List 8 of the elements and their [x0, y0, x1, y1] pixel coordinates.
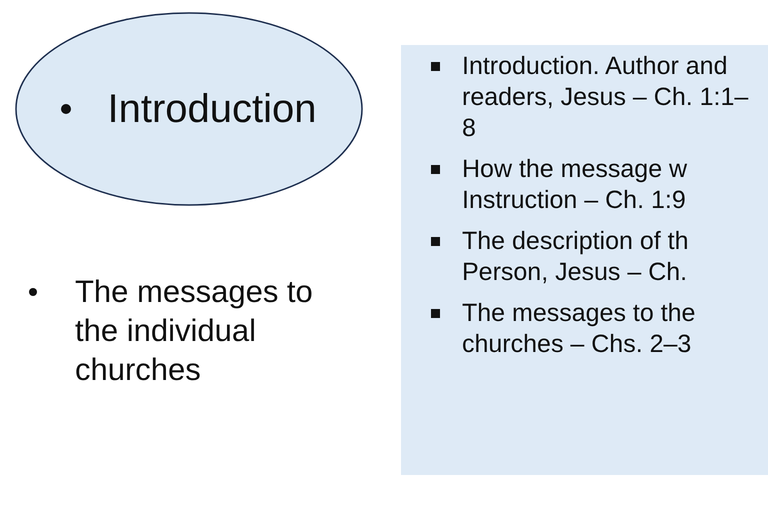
- bullet-text: The messages to the individual churches: [75, 273, 314, 389]
- bullet-text: The messages to the churches – Chs. 2–3: [462, 298, 696, 360]
- bullet-text: Introduction. Author and readers, Jesus – Ch. 1:1–8: [462, 51, 750, 144]
- bullet-text: The description of th Person, Jesus – Ch.: [462, 226, 690, 288]
- ellipse-label: Introduction: [107, 87, 317, 131]
- ellipse-shape: [15, 12, 363, 206]
- outline-panel: [401, 45, 768, 475]
- bullet-text: How the message w Instruction – Ch. 1:9: [462, 154, 688, 216]
